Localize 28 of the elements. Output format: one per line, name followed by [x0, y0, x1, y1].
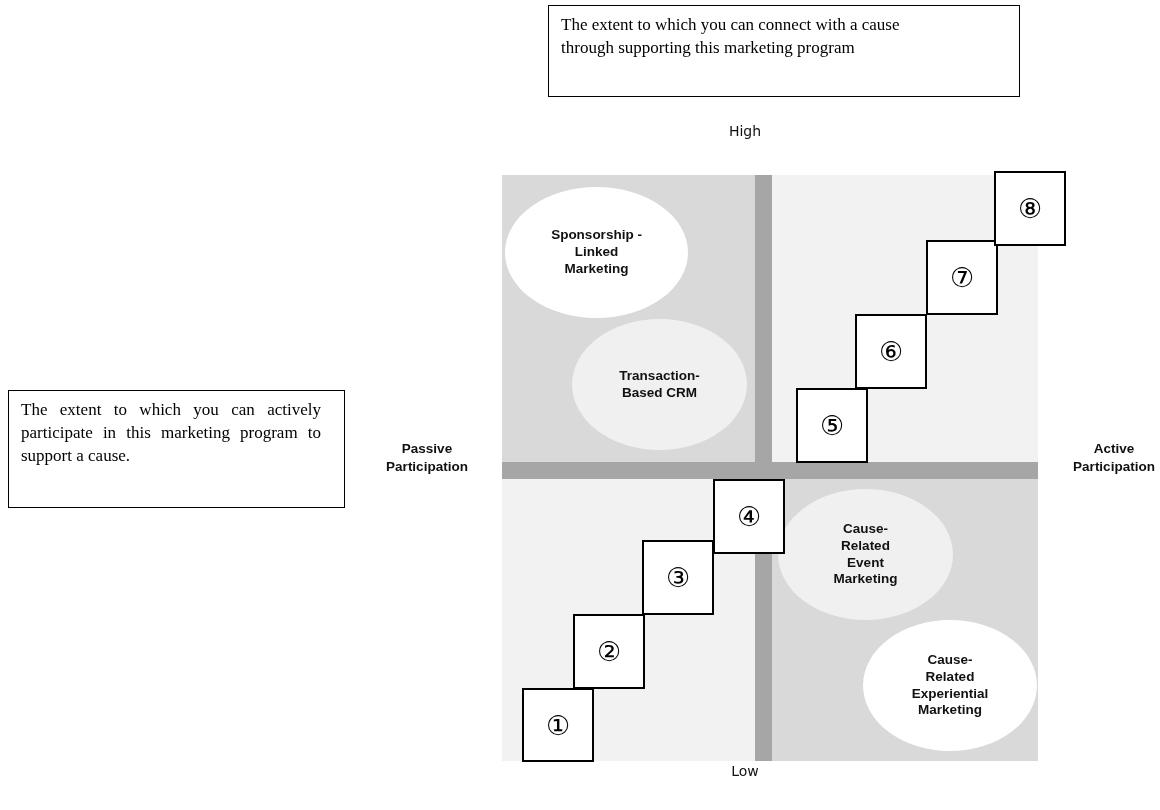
axis-label: High [727, 122, 763, 141]
step-box [573, 614, 645, 689]
text-box [8, 390, 345, 508]
node-text: Transaction- Based CRM [618, 367, 701, 402]
node-text: Sponsorship -Linked Marketing [550, 227, 643, 278]
step-number: ⑦ [949, 262, 975, 293]
step-number: ⑥ [878, 336, 904, 367]
axis-label: Active Participation [1072, 440, 1156, 477]
text-box [548, 5, 1020, 97]
node-text: Cause- Related Experiential Marketing [910, 651, 990, 720]
step-number: ③ [665, 562, 691, 593]
step-number: ④ [736, 501, 762, 532]
step-box [994, 171, 1066, 246]
node-text: Cause- Related Event Marketing [832, 520, 899, 589]
step-box [642, 540, 714, 615]
axis-label: Low [730, 762, 760, 781]
step-box [926, 240, 998, 315]
step-box [855, 314, 927, 389]
description-text: The extent to which you can connect with a cause through supporting this marketing program [561, 15, 900, 57]
axis-label: Passive Participation [385, 440, 469, 477]
step-number: ① [545, 709, 571, 741]
step-number: ⑤ [819, 410, 845, 441]
step-number: ⑧ [1017, 193, 1043, 224]
step-box [522, 688, 594, 762]
description-text: The extent to which you can actively participate in this marketing program to support a cause. [21, 400, 321, 465]
step-box [713, 479, 785, 554]
step-box [796, 388, 868, 463]
step-number: ② [596, 636, 622, 667]
